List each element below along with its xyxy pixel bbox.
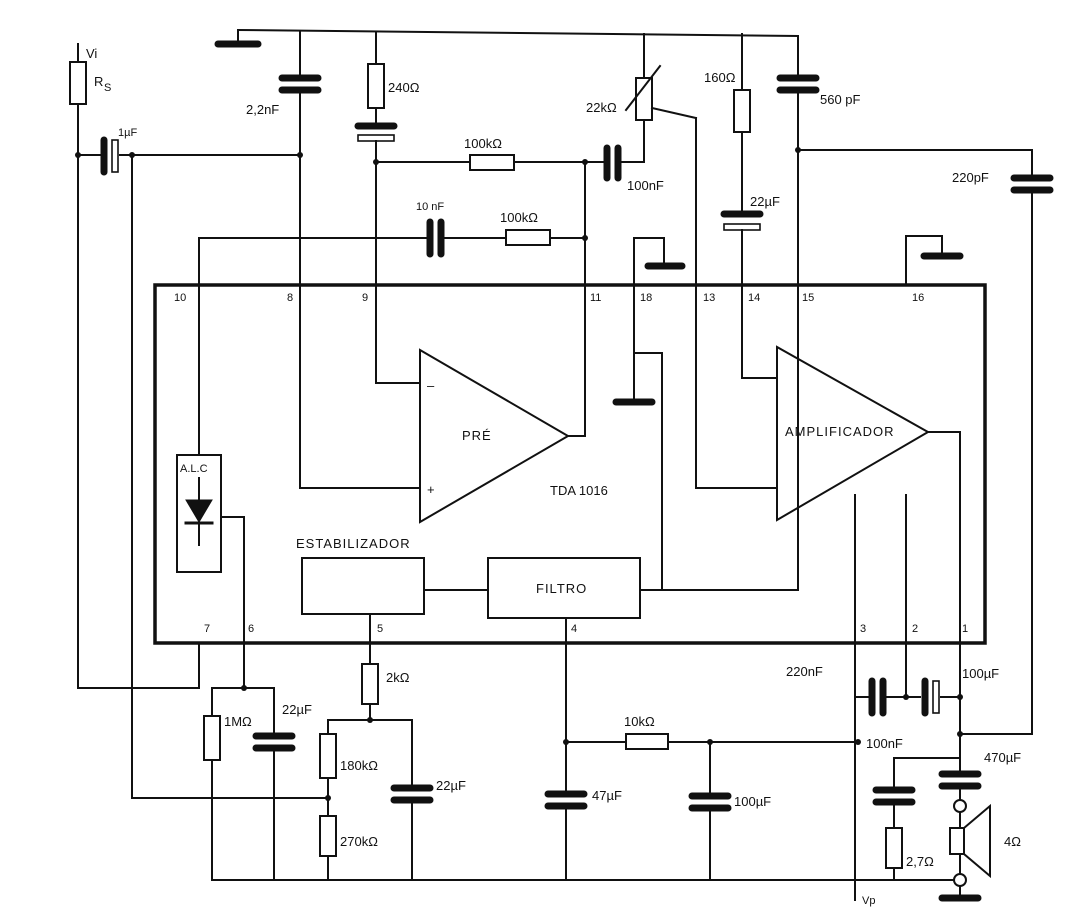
resistor-100k-b xyxy=(505,229,551,246)
preamp-triangle xyxy=(419,348,570,524)
preamp-label: PRÉ xyxy=(462,428,492,443)
cap-220p-label: 220pF xyxy=(952,170,989,185)
potentiometer-22k-label: 22kΩ xyxy=(586,100,617,115)
resistor-1m xyxy=(203,715,221,761)
cap-47u-label: 47µF xyxy=(592,788,622,803)
cap-input-label: 1µF xyxy=(118,127,137,139)
pin-4: 4 xyxy=(571,623,577,635)
filter-label: FILTRO xyxy=(536,581,587,596)
pin-9: 9 xyxy=(362,292,368,304)
pin-18: 18 xyxy=(640,292,652,304)
cap-100n-a-label: 100nF xyxy=(627,178,664,193)
amplifier-triangle xyxy=(776,345,931,522)
resistor-180k-label: 180kΩ xyxy=(340,758,378,773)
preamp-plus: + xyxy=(427,482,435,497)
pin-1: 1 xyxy=(962,623,968,635)
amplifier-label: AMPLIFICADOR xyxy=(785,424,895,439)
resistor-100k-b-label: 100kΩ xyxy=(500,210,538,225)
resistor-160 xyxy=(733,89,751,133)
potentiometer-22k xyxy=(635,77,653,121)
resistor-100k-a xyxy=(469,154,515,171)
resistor-10k xyxy=(625,733,669,750)
resistor-270k xyxy=(319,815,337,857)
resistor-160-label: 160Ω xyxy=(704,70,736,85)
resistor-1m-label: 1MΩ xyxy=(224,714,252,729)
resistor-rs-label: R xyxy=(94,74,103,89)
speaker-label: 4Ω xyxy=(1004,834,1021,849)
resistor-270k-label: 270kΩ xyxy=(340,834,378,849)
ic-outline xyxy=(153,283,987,645)
resistor-2-7 xyxy=(885,827,903,869)
pin-10: 10 xyxy=(174,292,186,304)
supply-node-label: Vp xyxy=(862,895,875,907)
cap-22u-b-label: 22µF xyxy=(282,702,312,717)
resistor-2k-label: 2kΩ xyxy=(386,670,410,685)
pin-6: 6 xyxy=(248,623,254,635)
resistor-rs xyxy=(69,61,87,105)
input-node-label: Vi xyxy=(86,46,97,61)
pin-3: 3 xyxy=(860,623,866,635)
resistor-2k xyxy=(361,663,379,705)
pin-11: 11 xyxy=(590,292,601,304)
alc-label: A.L.C xyxy=(180,463,208,475)
cap-100u-b-label: 100µF xyxy=(962,666,999,681)
ic-part-number: TDA 1016 xyxy=(550,483,608,498)
cap-22u-c-label: 22µF xyxy=(436,778,466,793)
pin-7: 7 xyxy=(204,623,210,635)
resistor-180k xyxy=(319,733,337,779)
resistor-10k-label: 10kΩ xyxy=(624,714,655,729)
pin-14: 14 xyxy=(748,292,760,304)
pin-16: 16 xyxy=(912,292,924,304)
filter-block xyxy=(487,557,641,619)
resistor-240 xyxy=(367,63,385,109)
cap-input-plate-b xyxy=(111,139,119,173)
stabilizer-label: ESTABILIZADOR xyxy=(296,536,411,551)
stabilizer-block xyxy=(301,557,425,615)
cap-100u-a-label: 100µF xyxy=(734,794,771,809)
cap-22u-a-label: 22µF xyxy=(750,194,780,209)
cap-220n-label: 220nF xyxy=(786,664,823,679)
alc-diode-icon xyxy=(184,477,214,546)
pin-5: 5 xyxy=(377,623,383,635)
cap-100n-b-label: 100nF xyxy=(866,736,903,751)
resistor-2-7-label: 2,7Ω xyxy=(906,854,934,869)
pin-2: 2 xyxy=(912,623,918,635)
pin-8: 8 xyxy=(287,292,293,304)
top-rail xyxy=(236,28,800,38)
cap-10n-label: 10 nF xyxy=(416,201,444,213)
cap-560p-label: 560 pF xyxy=(820,92,861,107)
pin-13: 13 xyxy=(703,292,715,304)
cap-2n2-label: 2,2nF xyxy=(246,102,279,117)
pin-15: 15 xyxy=(802,292,814,304)
resistor-100k-a-label: 100kΩ xyxy=(464,136,502,151)
speaker-icon xyxy=(949,803,991,879)
preamp-minus: – xyxy=(427,378,435,393)
cap-470u-label: 470µF xyxy=(984,750,1021,765)
resistor-rs-sub: S xyxy=(104,82,111,94)
ic-pin-labels: 10 8 9 11 18 13 14 15 16 7 6 5 4 3 2 1 xyxy=(174,292,968,635)
resistor-240-label: 240Ω xyxy=(388,80,420,95)
